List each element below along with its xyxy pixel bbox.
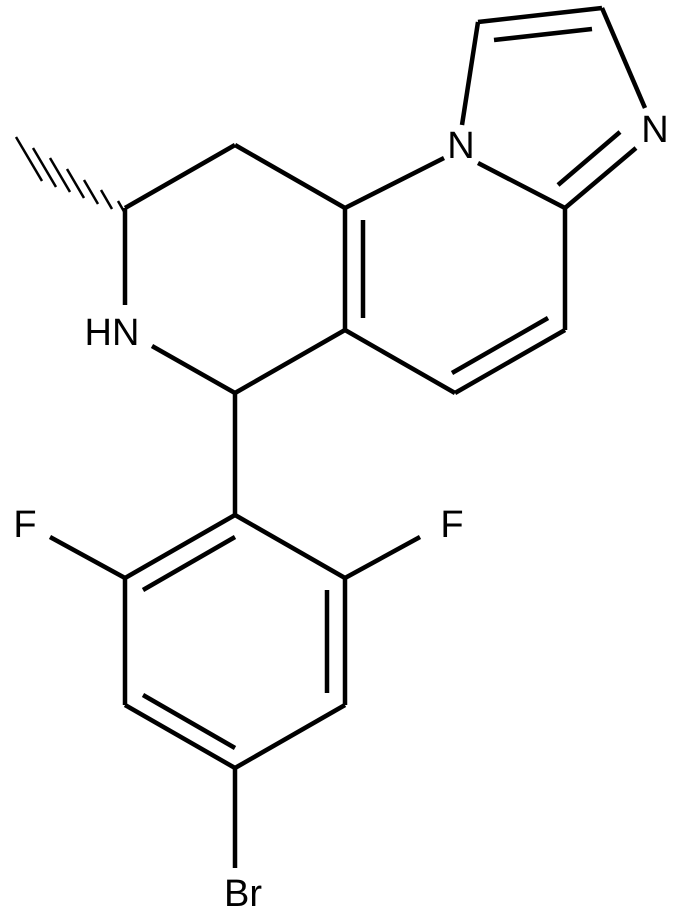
hash-3 <box>82 179 100 205</box>
hash-6 <box>31 147 58 188</box>
bond-ar2-f <box>343 535 422 580</box>
bond-c9a-ch2 <box>233 143 347 210</box>
bond-c9a-n1 <box>343 155 446 211</box>
hash-7 <box>14 136 44 182</box>
bond-c-topright-n2 <box>599 7 648 109</box>
bond-n2-c8a <box>563 146 638 210</box>
bond-c-top-c-topright <box>477 5 603 25</box>
bond-ar6-ar1 <box>123 513 237 580</box>
bond-c8a-n1 <box>476 161 567 210</box>
phenyl-ring <box>122 513 348 770</box>
methyl-hashed-wedge <box>14 136 128 216</box>
bond-ar6-f <box>48 535 127 580</box>
atom-label-n2: N <box>641 109 668 151</box>
bond-ch2-chme <box>123 143 237 210</box>
bond-c-top-c-topright-inner <box>493 26 593 43</box>
bond-ar1-ar2 <box>233 513 347 580</box>
atom-label-f-left: F <box>13 504 36 546</box>
bond-ar3-ar4 <box>233 703 347 770</box>
atom-label-br: Br <box>224 873 262 915</box>
bond-c-right-c-bottomright-inner <box>450 316 550 375</box>
bond-ar6-ar1-inner <box>141 535 237 592</box>
hash-5 <box>48 157 72 193</box>
bond-n1-c-top <box>459 21 481 126</box>
hash-2 <box>99 189 114 210</box>
bond-ch-c4a <box>233 328 347 395</box>
hash-1 <box>116 200 128 216</box>
bond-ar4-ar5-inner <box>141 693 237 750</box>
atom-label-f-right: F <box>440 504 463 546</box>
hash-4 <box>65 168 86 199</box>
imidazole-ring <box>459 5 648 210</box>
tetrahydro-ring <box>122 143 347 395</box>
atom-label-nh: HN <box>85 312 140 354</box>
atom-label-n1: N <box>447 125 474 167</box>
pyridine-ring <box>342 155 568 395</box>
bond-c-bottomright-c4a <box>343 328 457 395</box>
bond-n2-c8a-inner <box>556 130 622 187</box>
bond-ar4-ar5 <box>123 703 237 770</box>
bond-c-right-c-bottomright <box>453 328 567 395</box>
bond-nh-ch <box>150 344 237 395</box>
